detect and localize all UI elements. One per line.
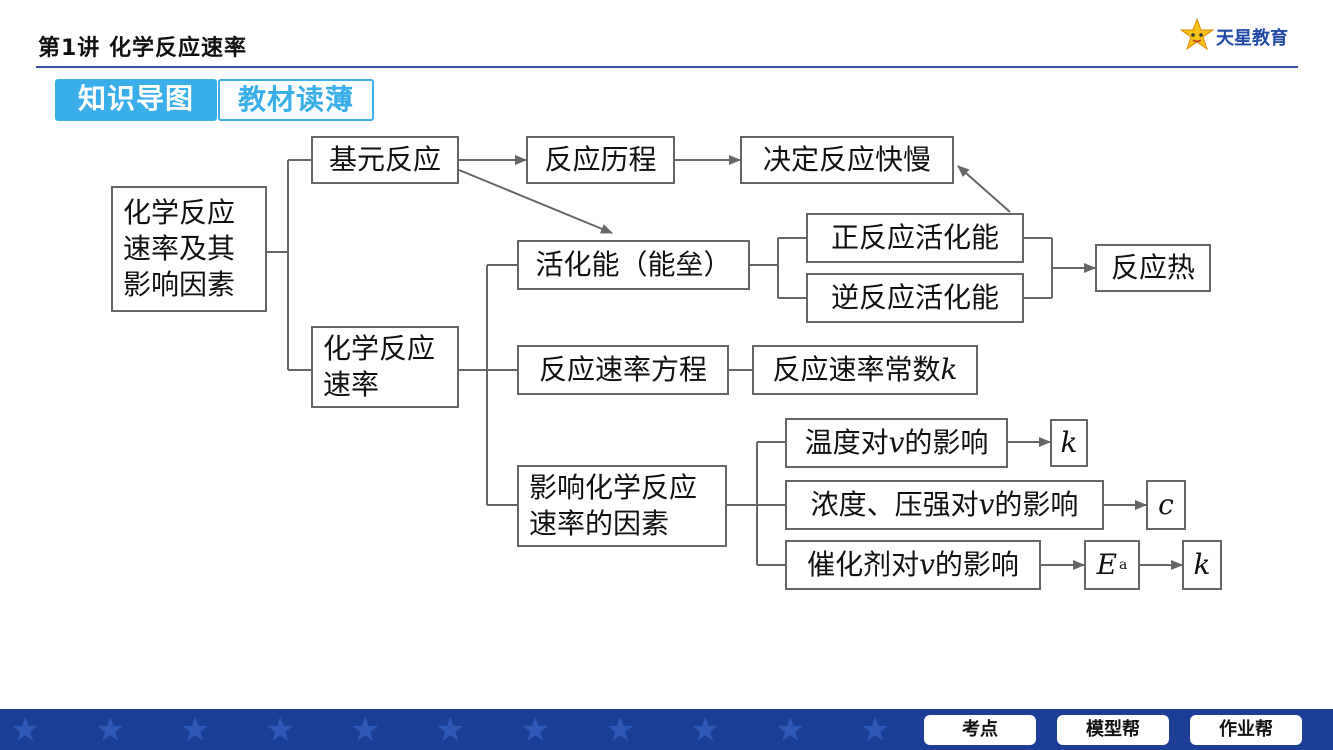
reaction-path-label: 反应历程 [544,143,657,176]
page-title: 第1讲 化学反应速率 [38,36,247,61]
catalyst-v-symbol: v [919,548,935,581]
node-concentration-c: c [1146,480,1186,530]
star-icon: ★ [775,710,806,750]
reaction-heat-label: 反应热 [1110,251,1195,284]
nav-button-homework-help[interactable]: 作业帮 [1190,715,1302,745]
star-icon: ★ [350,710,381,750]
node-reaction-heat: 反应热 [1095,244,1211,292]
ea-subscript: a [1119,557,1128,573]
brand-logo: 天星教育 [1180,18,1300,52]
node-reverse-activation-energy: 逆反应活化能 [806,273,1024,323]
temperature-v-symbol: v [888,426,905,459]
star-icon: ★ [265,710,296,750]
root-node: 化学反应速率及其影响因素 [111,186,267,312]
rate-constant-symbol: k [940,353,958,386]
reaction-rate-label: 化学反应速率 [323,332,436,401]
concentration-effect-suffix: 的影响 [994,488,1079,521]
nav-button-model-help[interactable]: 模型帮 [1057,715,1169,745]
concentration-effect-prefix: 浓度、压强对 [810,488,979,521]
temperature-effect-prefix: 温度对 [804,426,889,459]
star-icon: ★ [95,710,126,750]
temperature-effect-suffix: 的影响 [904,426,989,459]
rate-constant-label: 反应速率常数 [772,353,941,386]
node-reaction-rate: 化学反应速率 [311,326,459,408]
tab-knowledge-map[interactable]: 知识导图 [55,79,217,121]
nav-button-key-points[interactable]: 考点 [924,715,1036,745]
rate-equation-label: 反应速率方程 [538,353,707,386]
node-rate-equation: 反应速率方程 [517,345,729,395]
node-temperature-k: k [1050,419,1088,467]
catalyst-effect-suffix: 的影响 [934,548,1019,581]
root-label: 化学反应速率及其影响因素 [123,196,236,301]
node-reaction-path: 反应历程 [526,136,675,184]
node-elementary-reaction: 基元反应 [311,136,459,184]
tab-textbook-reading[interactable]: 教材读薄 [218,79,374,121]
concentration-c-symbol: c [1158,488,1174,521]
ea-symbol: E [1096,548,1118,581]
star-icon: ★ [520,710,551,750]
star-icon: ★ [180,710,211,750]
star-icon: ★ [10,710,41,750]
header-divider [36,66,1298,68]
star-icon: ★ [860,710,891,750]
determines-speed-label: 决定反应快慢 [762,143,931,176]
node-determines-speed: 决定反应快慢 [740,136,954,184]
star-icon: ★ [435,710,466,750]
node-influencing-factors: 影响化学反应速率的因素 [517,465,727,547]
catalyst-k-symbol: k [1193,548,1211,581]
activation-energy-label: 活化能（能垒） [535,248,732,281]
star-icon: ★ [690,710,721,750]
node-activation-energy: 活化能（能垒） [517,240,750,290]
temperature-k-symbol: k [1060,426,1078,459]
elementary-reaction-label: 基元反应 [328,143,441,176]
reverse-activation-energy-label: 逆反应活化能 [830,281,999,314]
node-forward-activation-energy: 正反应活化能 [806,213,1024,263]
catalyst-effect-prefix: 催化剂对 [807,548,920,581]
influencing-factors-label: 影响化学反应速率的因素 [529,471,698,540]
logo-text: 天星教育 [1216,28,1288,49]
star-icon [1180,18,1214,51]
star-icon: ★ [605,710,636,750]
forward-activation-energy-label: 正反应活化能 [830,221,999,254]
node-catalyst-k: k [1182,540,1222,590]
concentration-v-symbol: v [978,488,995,521]
